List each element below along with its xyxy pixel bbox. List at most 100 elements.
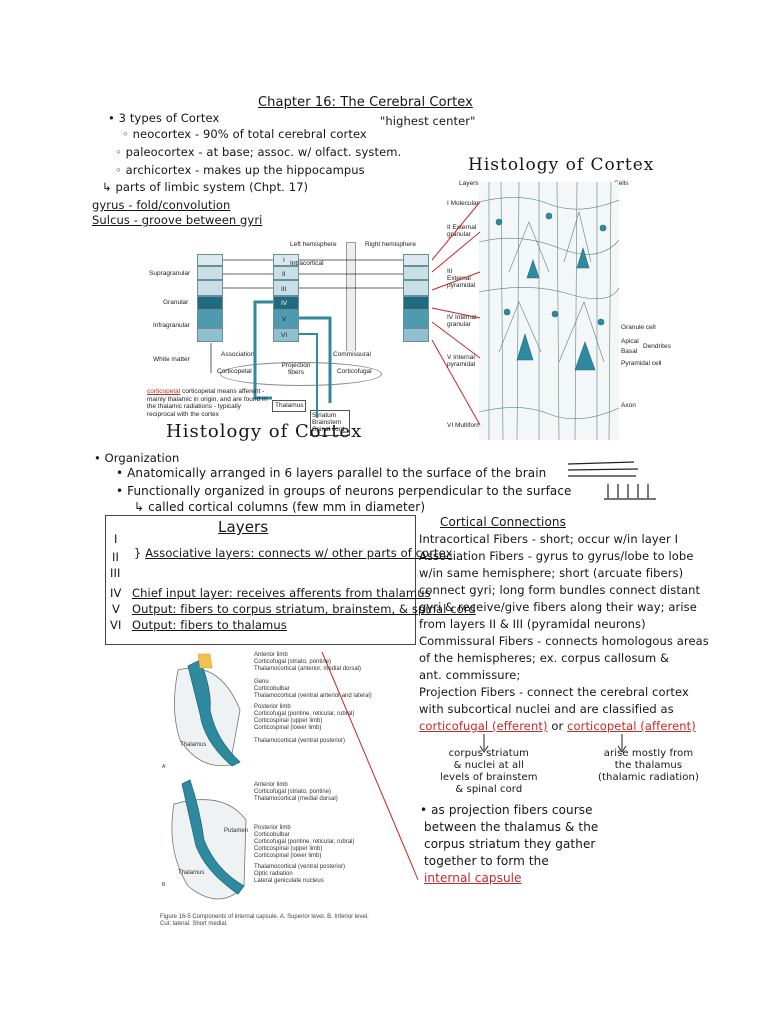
conn-line-1: Intracortical Fibers - short; occur w/in… bbox=[419, 532, 679, 546]
label-bottom-1: Corticofugal (striato, pontine) bbox=[254, 789, 332, 795]
mid-numeral-1: I bbox=[283, 257, 285, 264]
thalamus-label: Thalamus bbox=[275, 402, 304, 409]
figure-caption-2: Cut: lateral. Short medial. bbox=[160, 921, 228, 927]
label-bottom-4: Corticobulbar bbox=[254, 832, 290, 838]
thalamus-label-b: Thalamus bbox=[178, 870, 205, 876]
efferent-target: corpus striatum & nuclei at all levels o… bbox=[440, 748, 538, 795]
layers-col-label: Layers bbox=[459, 180, 479, 187]
label-bottom-8: Thalamocortical (ventral posterior) bbox=[254, 864, 346, 870]
label-bottom-5: Corticofugal (pontine, reticular, rubral… bbox=[254, 839, 355, 845]
hist-layer-1: I Molecular bbox=[447, 200, 479, 207]
left-col-layer-3 bbox=[197, 280, 223, 296]
commissural-label: Commissural bbox=[333, 351, 371, 358]
mid-col-layer-5 bbox=[273, 310, 299, 328]
label-bottom-7: Corticospinal (lower limb) bbox=[254, 853, 322, 859]
label-top-9: Corticospinal (lower limb) bbox=[254, 725, 322, 731]
right-col-layer-6 bbox=[403, 328, 429, 342]
label-bottom-10: Lateral geniculate nucleus bbox=[254, 878, 324, 884]
label-top-1: Corticofugal (striato, pontine) bbox=[254, 659, 332, 665]
mid-col-layer-3 bbox=[273, 280, 299, 296]
svg-text:A: A bbox=[162, 764, 166, 770]
perpendicular-lines-doodle bbox=[604, 484, 656, 500]
cells-col-label: Cells bbox=[614, 180, 629, 187]
mid-numeral-4: IV bbox=[281, 300, 288, 307]
note-limbic: ↳ parts of limbic system (Chpt. 17) bbox=[102, 180, 309, 194]
right-col-layer-2 bbox=[403, 266, 429, 280]
capsule-line-3: corpus striatum they gather bbox=[424, 837, 596, 851]
commissural-tube bbox=[346, 242, 356, 351]
label-bottom-3: Posterior limb bbox=[254, 825, 291, 831]
label-top-4: Corticobulbar bbox=[254, 686, 290, 692]
conn-line-8: of the hemispheres; ex. corpus callosum … bbox=[419, 651, 670, 665]
note-neocortex: ◦ neocortex - 90% of total cerebral cort… bbox=[122, 127, 367, 141]
corticopetal-note: corticopetal corticopetal means afferent… bbox=[147, 388, 267, 418]
parallel-lines-doodle bbox=[567, 461, 639, 477]
left-col-layer-4 bbox=[197, 296, 223, 310]
projection-lines bbox=[210, 259, 403, 418]
granular-label: Granular bbox=[163, 299, 189, 306]
striatum-label: Striatum Brainstem Spinal cord bbox=[312, 412, 345, 433]
infragranular-label: Infragranular bbox=[153, 322, 190, 329]
chief-input-layer: Chief input layer: receives afferents fr… bbox=[132, 586, 431, 600]
note-gyrus: gyrus - fold/convolution bbox=[92, 198, 231, 212]
left-col-layer-5 bbox=[197, 310, 223, 328]
label-bottom-9: Optic radiation bbox=[254, 871, 293, 877]
box-numeral-6: VI bbox=[110, 618, 122, 632]
output-v: Output: fibers to corpus striatum, brain… bbox=[132, 602, 476, 616]
mid-numeral-3: III bbox=[281, 286, 287, 293]
capsule-drawing: A B bbox=[162, 653, 247, 900]
thalamus-label-a: Thalamus bbox=[180, 742, 207, 748]
box-numeral-1: I bbox=[114, 532, 118, 546]
putamen-label: Putamen bbox=[224, 828, 249, 834]
right-col-layer-3 bbox=[403, 280, 429, 296]
cell-label-basal: Basal bbox=[621, 348, 638, 355]
supragranular-label: Supragranular bbox=[149, 270, 191, 277]
histology-figure: Layers Cells I Molecular II External gra… bbox=[447, 178, 677, 440]
org-heading: • Organization bbox=[94, 451, 180, 465]
cortex-connection-diagram: Left hemisphere Right hemisphere Supragr… bbox=[145, 238, 445, 443]
output-vi: Output: fibers to thalamus bbox=[132, 618, 287, 632]
note-archicortex: ◦ archicortex - makes up the hippocampus bbox=[115, 163, 365, 177]
label-top-2: Thalamocortical (anterior, medial dorsal… bbox=[254, 666, 362, 672]
capsule-line-2: between the thalamus & the bbox=[424, 820, 599, 834]
mid-numeral-5: V bbox=[282, 316, 287, 323]
layers-box-title: Layers bbox=[218, 518, 269, 536]
conn-line-11: with subcortical nuclei and are classifi… bbox=[419, 702, 674, 716]
right-hemisphere-label: Right hemisphere bbox=[365, 241, 416, 248]
mid-numeral-6: VI bbox=[281, 332, 288, 339]
cell-label-axon: Axon bbox=[621, 402, 636, 409]
mid-col-layer-4 bbox=[273, 296, 299, 310]
hist-layer-6: VI Multiform bbox=[447, 422, 482, 429]
right-col-layer-5 bbox=[403, 310, 429, 328]
conn-line-6: from layers II & III (pyramidal neurons) bbox=[419, 617, 646, 631]
cell-label-granule: Granule cell bbox=[621, 324, 656, 331]
capsule-line-1: • as projection fibers course bbox=[420, 803, 593, 817]
highest-center-note: "highest center" bbox=[380, 114, 476, 128]
label-top-6: Posterior limb bbox=[254, 704, 291, 710]
layers-box: Layers I II III IV V VI } Associative la… bbox=[105, 515, 476, 645]
afferent-source: arise mostly from the thalamus (thalamic… bbox=[598, 748, 699, 783]
label-top-5: Thalamocortical (ventral anterior and la… bbox=[254, 693, 372, 699]
projection-fibers-ellipse bbox=[220, 362, 382, 386]
label-top-8: Corticospinal (upper limb) bbox=[254, 718, 323, 724]
histology-title-mid: Histology of Cortex bbox=[166, 421, 363, 442]
label-top-0: Anterior limb bbox=[254, 652, 288, 658]
right-col-layer-1 bbox=[403, 254, 429, 266]
box-numeral-4: IV bbox=[110, 586, 122, 600]
conn-line-4: connect gyri; long form bundles connect … bbox=[419, 583, 701, 597]
page-title: Chapter 16: The Cerebral Cortex bbox=[258, 95, 473, 110]
box-numeral-5: V bbox=[112, 602, 120, 616]
mid-col-layer-2 bbox=[273, 266, 299, 280]
labels-bottom: Anterior limb Corticofugal (striato, pon… bbox=[254, 782, 354, 885]
conn-line-2: Association Fibers - gyrus to gyrus/lobe… bbox=[419, 549, 694, 563]
org-line-3: ↳ called cortical columns (few mm in dia… bbox=[134, 500, 426, 514]
thalamus-box bbox=[272, 400, 306, 412]
label-bottom-6: Corticospinal (upper limb) bbox=[254, 846, 323, 852]
internal-capsule-figure: A B Thalamus Thalamus Putamen Anterior l… bbox=[160, 650, 372, 930]
box-numeral-2: II bbox=[112, 550, 119, 564]
left-col-layer-1 bbox=[197, 254, 223, 266]
mid-col-layer-1 bbox=[273, 254, 299, 266]
labels-top: Anterior limb Corticofugal (striato, pon… bbox=[254, 652, 372, 745]
left-col-layer-6 bbox=[197, 328, 223, 342]
org-line-1: • Anatomically arranged in 6 layers para… bbox=[116, 466, 547, 480]
